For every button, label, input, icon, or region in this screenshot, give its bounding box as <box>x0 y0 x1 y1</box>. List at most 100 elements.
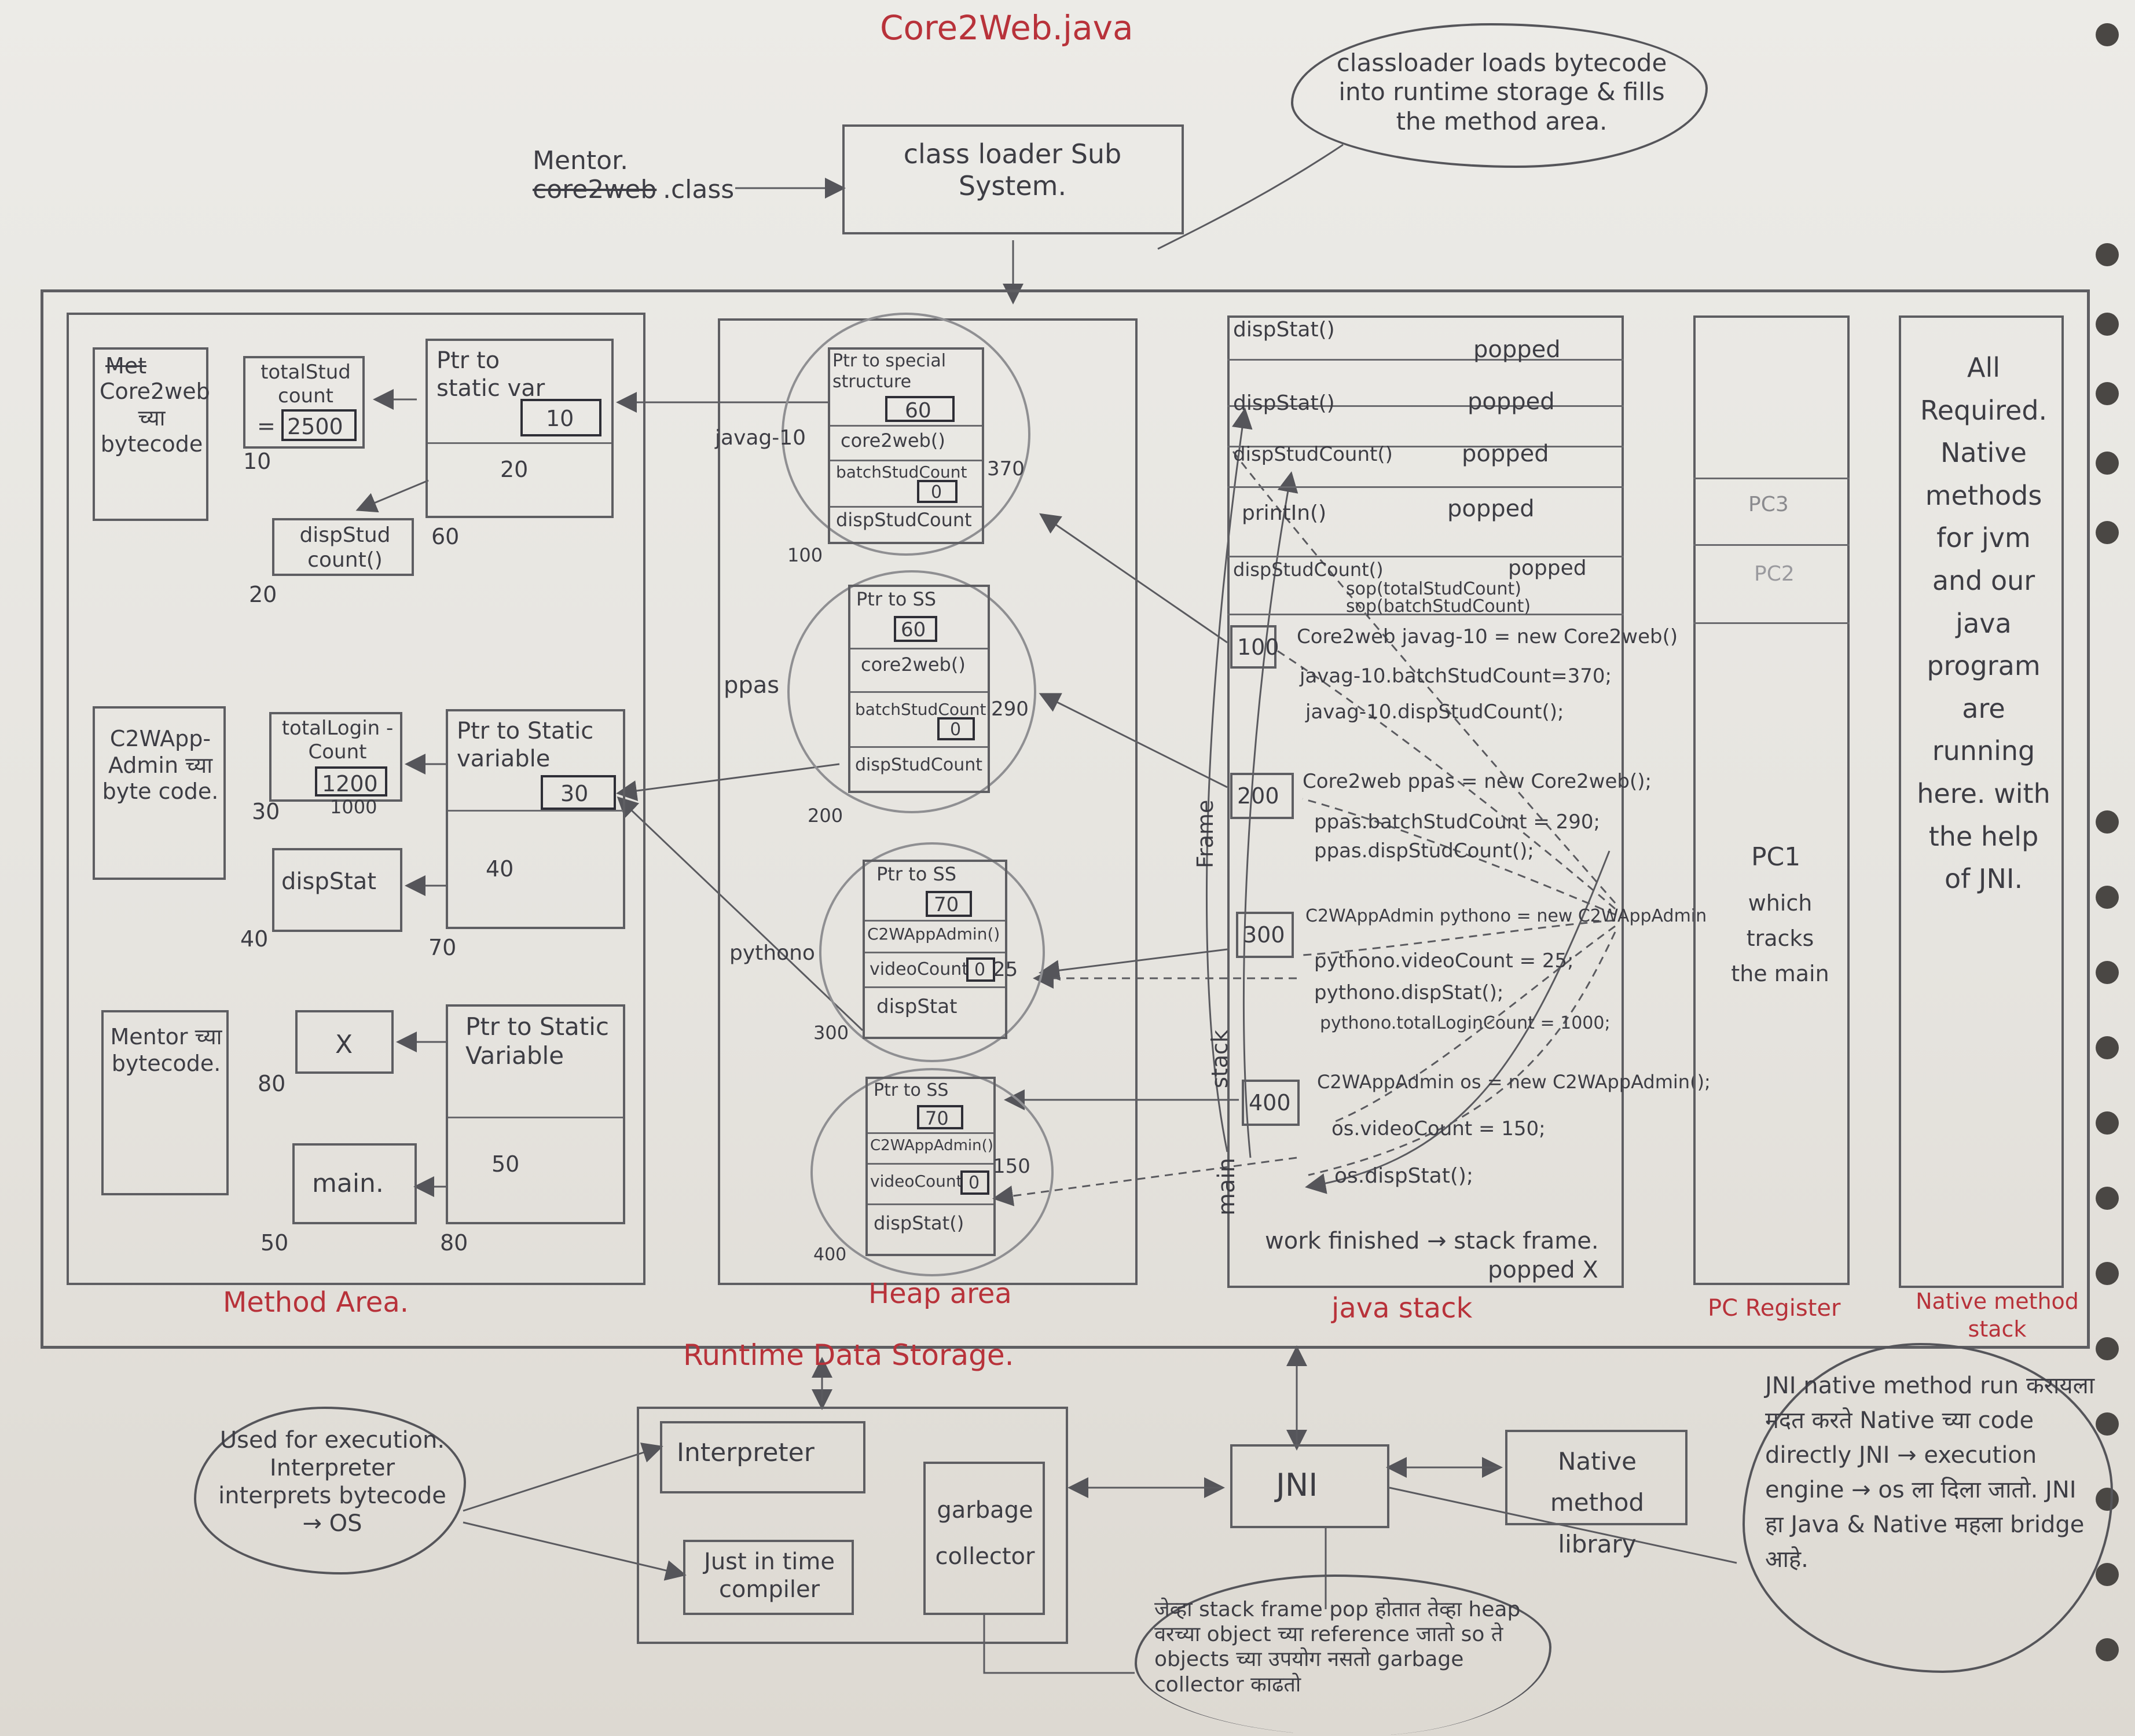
class-loader-subsystem-box: class loader Sub System. <box>842 124 1184 234</box>
binder-hole <box>2096 1337 2119 1360</box>
divider <box>1227 446 1624 447</box>
heap-ctor-2: core2web() <box>861 654 966 676</box>
main-line-2-1: Core2web ppas = new Core2web(); <box>1303 770 1652 793</box>
heap-object-javag10-table: Ptr to special structure 60 core2web() b… <box>828 347 984 544</box>
heap-method-3: dispStat <box>876 995 958 1018</box>
mentor-label: Mentor. <box>533 146 629 175</box>
gc-note-cloud: जेव्हा stack frame pop होतात तेव्हा heap… <box>1135 1574 1551 1736</box>
static-x: X <box>335 1030 353 1059</box>
ptr-static-variable-addr-3: 80 <box>440 1230 468 1256</box>
mentor-bytecode-label: Mentor च्या bytecode. <box>110 1024 222 1076</box>
heap-ptr-value-box-1: 60 <box>885 396 955 423</box>
classloader-note-cloud: classloader loads bytecode into runtime … <box>1291 23 1708 168</box>
work-finished-note: work finished → stack frame. <box>1265 1228 1599 1254</box>
binder-hole <box>2096 1262 2119 1285</box>
method-area-label: Method Area. <box>223 1286 409 1319</box>
heap-field-3: videoCount <box>870 959 969 979</box>
heap-field-value-3: 0 <box>974 960 986 980</box>
dispstud-count-method: dispStud count() <box>299 523 391 572</box>
divider <box>1227 556 1624 557</box>
heap-ptr-value-2: 60 <box>901 618 926 641</box>
heap-object-name-2: ppas <box>724 672 780 699</box>
pc3-entry: PC3 <box>1748 493 1789 516</box>
ptr-static-var-bottom: 20 <box>500 457 529 482</box>
stack-frame-2: dispStat() <box>1233 391 1335 415</box>
sop-line-1: sop(totalStudCount) <box>1346 579 1521 599</box>
dispstat-method-box: dispStat <box>272 848 402 932</box>
execution-engine-box <box>637 1407 1068 1644</box>
divider <box>868 1163 993 1165</box>
main-line-3-2: pythono.videoCount = 25; <box>1314 949 1574 972</box>
main-line-1-3: javag-10.dispStudCount(); <box>1305 700 1564 724</box>
java-stack-label: java stack <box>1331 1292 1473 1324</box>
binder-hole <box>2096 1111 2119 1135</box>
divider <box>1227 614 1624 615</box>
stack-frame-4: printIn() <box>1242 501 1327 525</box>
ref-box-100: 100 <box>1230 625 1279 669</box>
main-line-3-3: pythono.dispStat(); <box>1314 981 1504 1004</box>
heap-field-2: batchStudCount <box>855 700 986 719</box>
pc-register-label: PC Register <box>1708 1295 1841 1322</box>
ptr-static-var-box: Ptr to static var 10 20 <box>425 339 614 518</box>
garbage-collector-box: garbage collector <box>923 1462 1045 1615</box>
jni-note-cloud: JNI native method run करायला मदत करते Na… <box>1743 1343 2113 1673</box>
totalstud-addr: 10 <box>243 449 272 474</box>
heap-field-value-box-4: 0 <box>960 1170 989 1195</box>
native-stack-description: All Required. Native methods for jvm and… <box>1917 352 2050 895</box>
stack-frame-3: dispStudCount() <box>1233 443 1393 466</box>
dispstat-method-addr: 40 <box>240 926 269 952</box>
jni-note: JNI native method run करायला मदत करते Na… <box>1765 1372 2095 1573</box>
ptr-static-variable-box-3: Ptr to Static Variable 50 <box>446 1004 625 1224</box>
heap-ptr-label-4: Ptr to SS <box>874 1080 949 1100</box>
classloader-note: classloader loads bytecode into runtime … <box>1336 49 1667 135</box>
heap-field-4: videoCount <box>870 1172 963 1191</box>
binder-hole <box>2096 1563 2119 1586</box>
native-method-stack-box: All Required. Native methods for jvm and… <box>1899 315 2064 1288</box>
heap-ptr-label-2: Ptr to SS <box>856 588 937 610</box>
divider <box>1227 405 1624 407</box>
class-suffix-label: .class <box>663 175 735 204</box>
pc1-note: which tracks the main <box>1731 890 1829 986</box>
heap-method-1: dispStudCount <box>836 509 972 531</box>
ptr-static-variable-label-2: Ptr to Static variable <box>457 718 594 772</box>
totallogin-count-label: totalLogin -Count <box>281 717 394 764</box>
main-line-3-4: pythono.totalLoginCount = 1000; <box>1320 1013 1611 1033</box>
ref-100: 100 <box>1237 634 1279 660</box>
heap-field-new-4: 150 <box>993 1155 1030 1178</box>
stack-side-label: stack <box>1207 1030 1232 1088</box>
dispstud-method-addr: 20 <box>249 582 277 607</box>
divider <box>850 691 988 693</box>
heap-field-new-2: 290 <box>991 698 1029 721</box>
main-line-2-2: ppas.batchStudCount = 290; <box>1314 810 1600 834</box>
heap-method-2: dispStudCount <box>855 755 983 775</box>
divider <box>865 952 1005 953</box>
divider <box>865 920 1005 922</box>
stack-frame-status-1: popped <box>1473 336 1561 363</box>
main-line-3-1: C2WAppAdmin pythono = new C2WAppAdmin <box>1305 906 1707 926</box>
struck-core2web-label: core2web <box>533 175 657 204</box>
heap-ctor-3: C2WAppAdmin() <box>867 924 1000 944</box>
divider <box>1693 478 1850 479</box>
heap-object-os-table: Ptr to SS 70 C2WAppAdmin() videoCount 0 … <box>865 1077 996 1256</box>
main-side-label: main <box>1213 1158 1240 1216</box>
ptr-static-var-addr: 60 <box>431 524 460 549</box>
divider <box>428 442 611 444</box>
heap-ptr-value-box-3: 70 <box>926 891 972 917</box>
heap-field-value-box-1: 0 <box>917 480 958 503</box>
heap-field-new-1: 370 <box>987 457 1025 480</box>
ref-box-200: 200 <box>1230 773 1294 819</box>
divider <box>448 1117 623 1118</box>
pc2-entry: PC2 <box>1754 562 1795 586</box>
heap-field-new-3: 25 <box>993 958 1018 981</box>
ref-box-300: 300 <box>1236 912 1294 958</box>
stack-frame-status-3: popped <box>1462 441 1549 467</box>
main-line-4-3: os.dispStat(); <box>1334 1164 1474 1188</box>
heap-object-name-1: javag-10 <box>715 426 806 450</box>
pc1-label: PC1 <box>1751 842 1801 872</box>
main-line-4-2: os.videoCount = 150; <box>1331 1117 1546 1140</box>
heap-ptr-value-1: 60 <box>905 399 931 423</box>
interpreter-box: Interpreter <box>660 1421 865 1493</box>
heap-addr-1: 100 <box>787 544 823 566</box>
divider <box>868 1203 993 1205</box>
